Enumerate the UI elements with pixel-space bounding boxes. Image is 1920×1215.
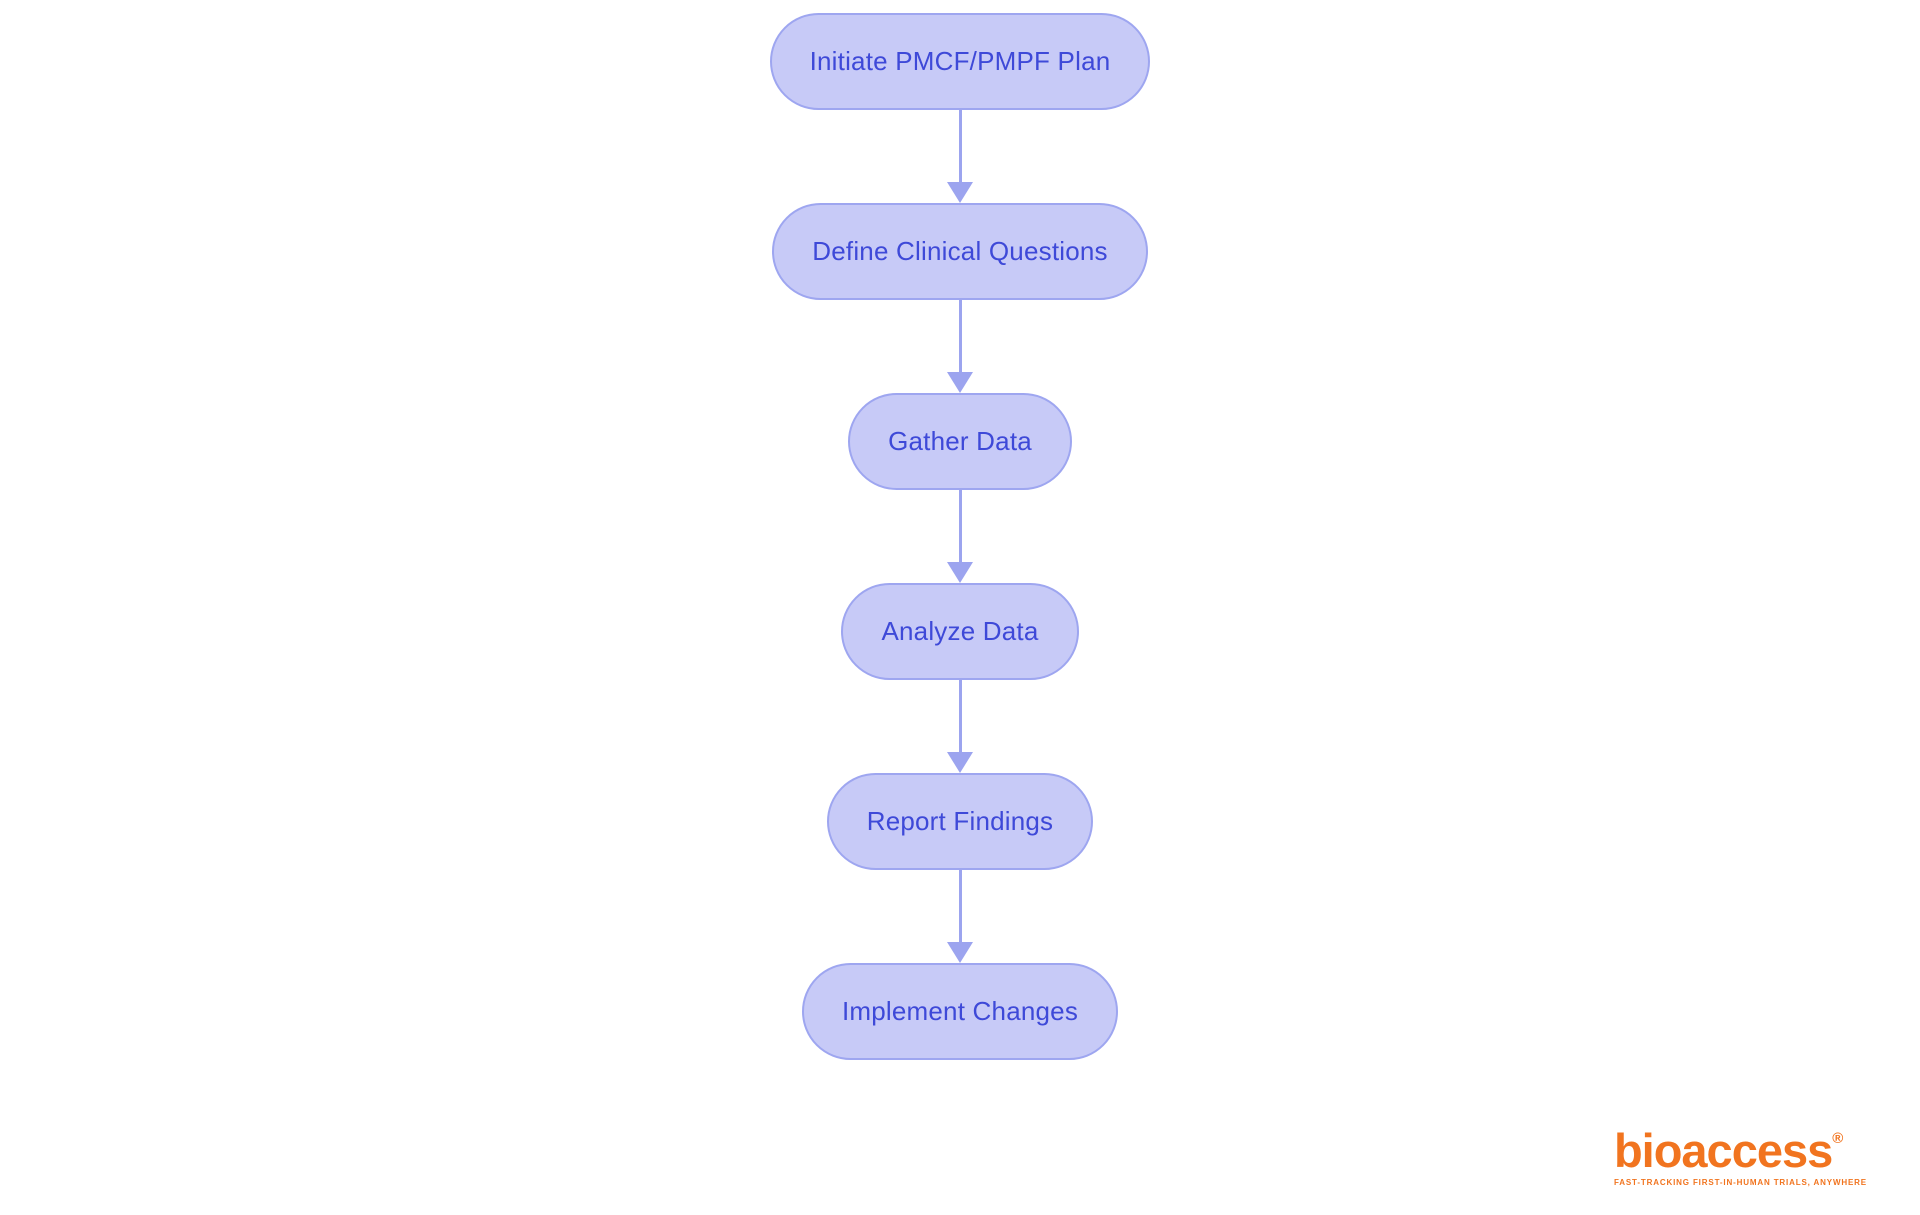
arrowhead-down-icon (947, 562, 973, 583)
flow-node: Initiate PMCF/PMPF Plan (769, 13, 1151, 110)
arrow-line (958, 870, 962, 942)
flow-node: Implement Changes (801, 963, 1119, 1060)
arrow-line (958, 110, 962, 182)
flow-node: Gather Data (848, 393, 1072, 490)
flow-arrow-down (946, 300, 974, 393)
arrow-line (958, 680, 962, 752)
flow-node-label: Report Findings (866, 806, 1054, 836)
registered-trademark-icon: ® (1832, 1130, 1844, 1147)
flow-node-label: Analyze Data (881, 616, 1039, 646)
flow-arrow-down (946, 870, 974, 963)
flow-node: Define Clinical Questions (772, 203, 1148, 300)
flow-node-label: Initiate PMCF/PMPF Plan (809, 46, 1111, 76)
arrowhead-down-icon (947, 942, 973, 963)
flow-node: Analyze Data (841, 583, 1079, 680)
flow-node-label: Implement Changes (841, 996, 1079, 1026)
bioaccess-logo: bioaccess® FAST-TRACKING FIRST-IN-HUMAN … (1614, 1127, 1867, 1187)
flow-arrow-down (946, 490, 974, 583)
flow-node: Report Findings (826, 773, 1094, 870)
logo-wordmark: bioaccess® (1614, 1127, 1867, 1174)
arrow-line (958, 490, 962, 562)
flow-node-label: Define Clinical Questions (812, 236, 1108, 266)
arrow-line (958, 300, 962, 372)
logo-text: bioaccess (1613, 1124, 1833, 1177)
flow-arrow-down (946, 680, 974, 773)
arrowhead-down-icon (947, 182, 973, 203)
arrowhead-down-icon (947, 372, 973, 393)
flow-node-label: Gather Data (888, 426, 1032, 456)
flow-arrow-down (946, 110, 974, 203)
arrowhead-down-icon (947, 752, 973, 773)
logo-tagline: FAST-TRACKING FIRST-IN-HUMAN TRIALS, ANY… (1613, 1178, 1867, 1187)
